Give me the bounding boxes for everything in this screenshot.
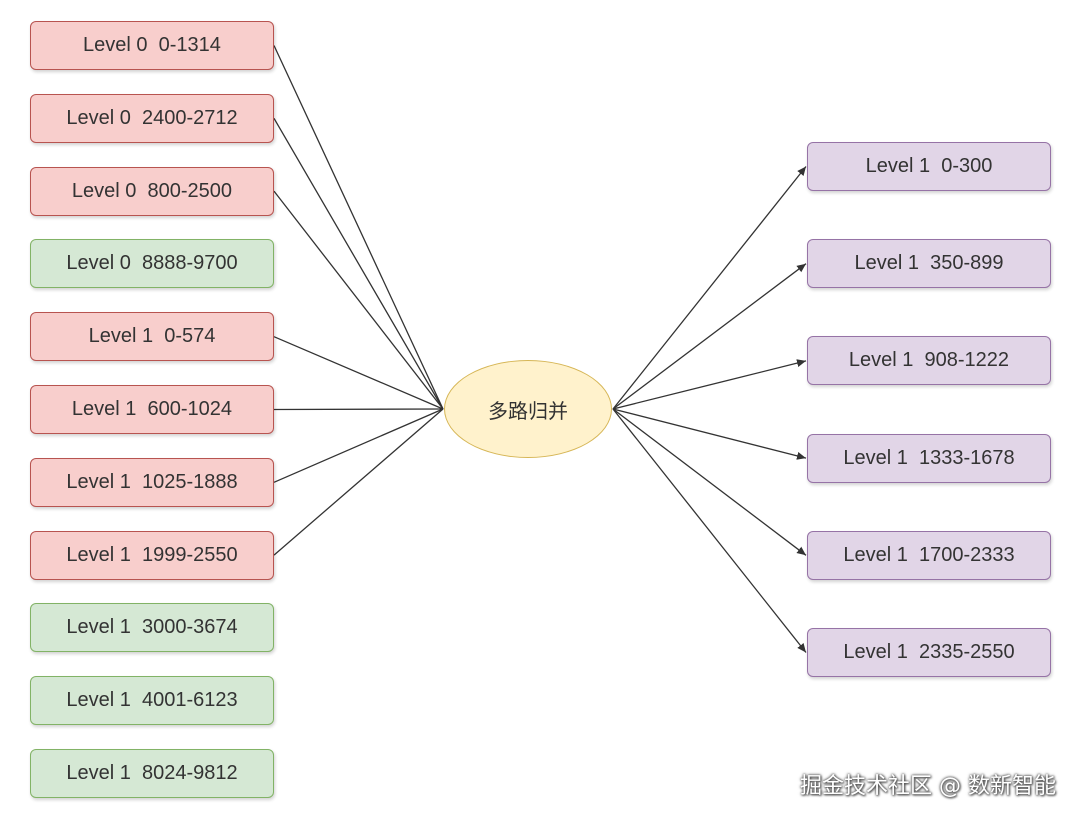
- output-sstable-box: Level 1 0-300: [807, 142, 1051, 191]
- input-sstable-box: Level 0 8888-9700: [30, 239, 274, 289]
- output-arrow: [612, 166, 807, 410]
- input-edge: [273, 45, 444, 410]
- input-sstable-box: Level 1 4001-6123: [30, 676, 274, 726]
- input-sstable-box: Level 1 1999-2550: [30, 530, 274, 580]
- output-arrow: [612, 408, 807, 460]
- output-sstable-box: Level 1 1333-1678: [807, 433, 1051, 483]
- input-edge: [273, 190, 444, 410]
- input-edge: [273, 408, 444, 411]
- input-sstable-box: Level 1 0-574: [30, 312, 274, 362]
- output-arrow: [612, 263, 807, 410]
- input-edge: [273, 336, 444, 410]
- input-edge: [273, 117, 444, 410]
- input-sstable-box: Level 0 800-2500: [30, 166, 274, 216]
- output-sstable-box: Level 1 2335-2550: [807, 628, 1051, 677]
- merge-node-label: 多路归并: [488, 398, 568, 423]
- output-sstable-box: Level 1 350-899: [807, 239, 1051, 289]
- output-arrow: [612, 408, 807, 556]
- watermark: 掘金技术社区 @ 数新智能: [800, 774, 1056, 799]
- merge-node: 多路归并: [444, 360, 612, 458]
- output-arrow: [612, 408, 807, 653]
- output-arrow: [612, 359, 807, 410]
- input-sstable-box: Level 1 1025-1888: [30, 457, 274, 507]
- input-edge: [273, 408, 444, 483]
- input-sstable-box: Level 1 8024-9812: [30, 749, 274, 798]
- input-sstable-box: Level 1 600-1024: [30, 385, 274, 434]
- output-sstable-box: Level 1 1700-2333: [807, 530, 1051, 580]
- input-edge: [273, 408, 444, 556]
- input-sstable-box: Level 1 3000-3674: [30, 603, 274, 653]
- input-sstable-box: Level 0 2400-2712: [30, 93, 274, 143]
- input-sstable-box: Level 0 0-1314: [30, 21, 274, 70]
- output-sstable-box: Level 1 908-1222: [807, 336, 1051, 386]
